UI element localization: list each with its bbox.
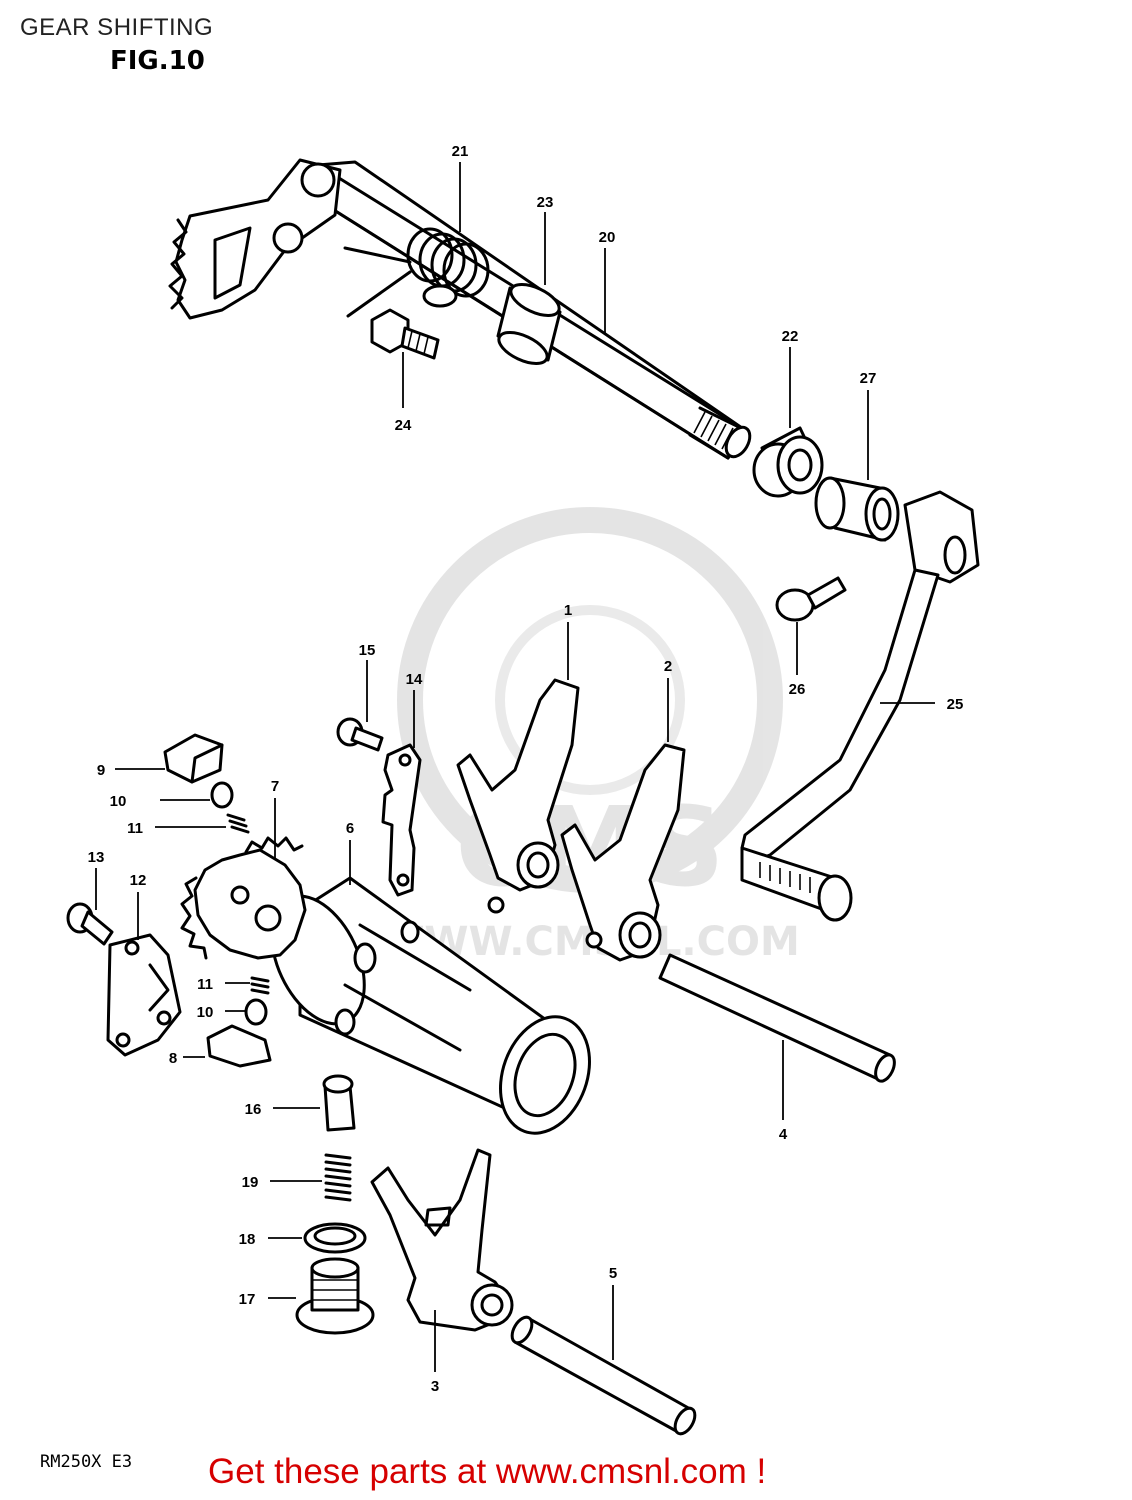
part-6-shift-cam-drum: [270, 876, 591, 1135]
page-title: GEAR SHIFTING: [20, 14, 214, 41]
callout-10-lower: 10: [197, 1004, 214, 1021]
part-3-shift-fork: [370, 1148, 514, 1332]
callout-3: 3: [431, 1378, 439, 1395]
part-23-collar: [496, 283, 562, 365]
callout-19: 19: [242, 1174, 259, 1191]
part-10-pin-lower: [244, 998, 268, 1026]
part-25-shift-lever: [740, 490, 980, 922]
part-8-pawl: [206, 1024, 272, 1068]
part-7-cam-driven-gear: [180, 836, 307, 960]
part-18-gasket: [303, 1222, 367, 1254]
model-code: RM250X E3: [40, 1452, 133, 1472]
part-22-oil-seal: [752, 426, 824, 498]
callout-2: 2: [664, 658, 672, 675]
lever-pedal-knurl: [759, 862, 811, 893]
callout-26: 26: [789, 681, 806, 698]
callout-24: 24: [395, 417, 412, 434]
cta-link[interactable]: Get these parts at www.cmsnl.com !: [208, 1452, 767, 1491]
callout-18: 18: [239, 1231, 256, 1248]
figure-label: FIG.10: [110, 46, 205, 76]
callout-13: 13: [88, 849, 105, 866]
part-9-pawl: [163, 733, 224, 784]
callout-23: 23: [537, 194, 554, 211]
callout-17: 17: [239, 1291, 256, 1308]
leader-lines: [95, 162, 935, 1372]
callout-16: 16: [245, 1101, 262, 1118]
part-11-spring-lower: [250, 976, 270, 995]
part-10-pin-upper: [210, 781, 234, 809]
part-13-screw: [66, 902, 114, 946]
part-11-spring-upper: [226, 813, 250, 834]
callout-8: 8: [169, 1050, 177, 1067]
part-1-shift-fork: [456, 678, 580, 914]
callout-22: 22: [782, 328, 799, 345]
part-5-fork-shaft: [510, 1315, 697, 1436]
part-16-contact-pin: [322, 1074, 356, 1132]
part-4-fork-shaft: [658, 953, 896, 1083]
part-12-cam-guide: [106, 933, 182, 1057]
callout-14: 14: [406, 671, 423, 688]
callout-6: 6: [346, 820, 354, 837]
callout-7: 7: [271, 778, 279, 795]
callout-11-lower: 11: [197, 976, 213, 993]
part-26-lever-bolt: [775, 576, 847, 622]
callout-10-upper: 10: [110, 793, 127, 810]
callout-11-upper: 11: [127, 820, 143, 837]
callout-20: 20: [599, 229, 616, 246]
part-2-shift-fork: [560, 743, 686, 962]
callout-1: 1: [564, 602, 572, 619]
part-19-spring: [324, 1153, 352, 1202]
part-15-screw: [336, 717, 384, 752]
callout-21: 21: [452, 143, 469, 160]
callout-5: 5: [609, 1265, 617, 1282]
part-21-return-spring: [343, 227, 490, 318]
part-27-bushing: [814, 476, 900, 542]
watermark-face: [495, 605, 685, 795]
callout-labels: 1 2 3 4 5 6 7 8 9 10 10 11 11 12 13 14 1…: [88, 143, 964, 1395]
callout-27: 27: [860, 370, 877, 387]
part-17-plug: [295, 1257, 375, 1335]
callout-25: 25: [947, 696, 964, 713]
part-20-shift-arm-plate: [168, 158, 342, 320]
part-14-stopper-plate: [381, 743, 422, 897]
callout-12: 12: [130, 872, 147, 889]
callout-9: 9: [97, 762, 105, 779]
part-24-stopper-bolt: [370, 308, 440, 360]
callout-4: 4: [779, 1126, 788, 1143]
callout-15: 15: [359, 642, 376, 659]
